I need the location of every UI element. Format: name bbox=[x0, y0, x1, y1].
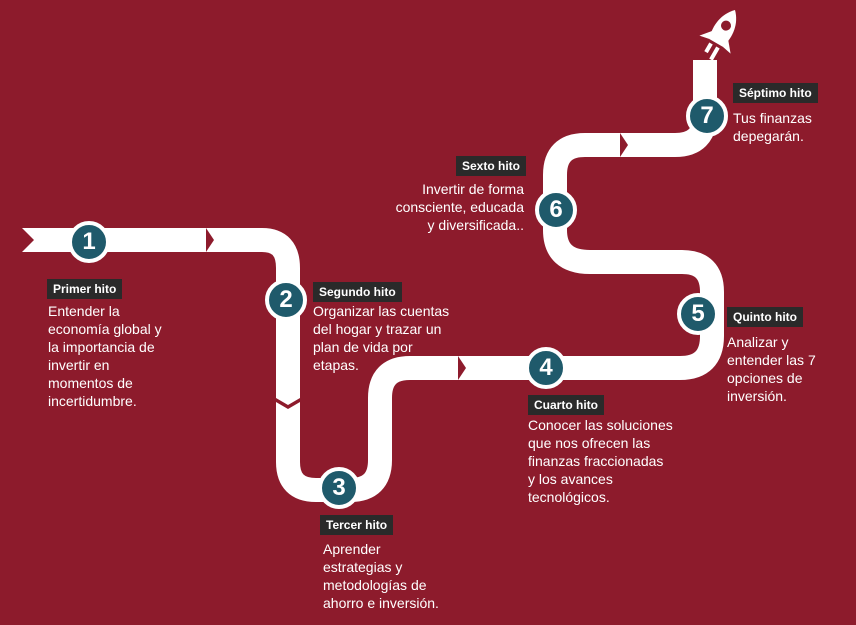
road-flag-tail bbox=[22, 228, 34, 252]
milestone-6-text: Invertir de forma consciente, educada y … bbox=[395, 181, 524, 233]
milestone-7-text: Tus finanzas depegarán. bbox=[733, 110, 812, 144]
milestone-3-text: Aprender estrategias y metodologías de a… bbox=[323, 541, 439, 611]
milestone-1-node: 1 bbox=[68, 221, 110, 263]
milestone-4-text: Conocer las soluciones que nos ofrecen l… bbox=[528, 417, 673, 505]
milestone-7-node: 7 bbox=[686, 95, 728, 137]
milestone-3-label: Tercer hito bbox=[320, 515, 394, 535]
milestone-1-label: Primer hito bbox=[47, 279, 123, 299]
milestone-2-text: Organizar las cuentas del hogar y trazar… bbox=[313, 303, 450, 373]
milestone-2-node: 2 bbox=[265, 279, 307, 321]
milestone-2-label: Segundo hito bbox=[313, 282, 402, 302]
milestone-5-text: Analizar y entender las 7 opciones de in… bbox=[727, 334, 816, 404]
milestone-6-label: Sexto hito bbox=[456, 156, 527, 176]
milestone-5-label: Quinto hito bbox=[727, 307, 803, 327]
milestone-7-label: Séptimo hito bbox=[733, 83, 818, 103]
road-arrow bbox=[206, 228, 214, 252]
rocket-icon bbox=[699, 10, 737, 61]
road-arrow bbox=[620, 133, 628, 157]
road-arrow bbox=[458, 356, 466, 380]
milestone-5-node: 5 bbox=[677, 293, 719, 335]
milestone-1-text: Entender la economía global y la importa… bbox=[48, 303, 162, 409]
road-arrow bbox=[276, 398, 300, 409]
milestone-4-label: Cuarto hito bbox=[528, 395, 604, 415]
milestone-6-node: 6 bbox=[535, 189, 577, 231]
milestone-3-node: 3 bbox=[318, 467, 360, 509]
milestone-4-node: 4 bbox=[525, 347, 567, 389]
